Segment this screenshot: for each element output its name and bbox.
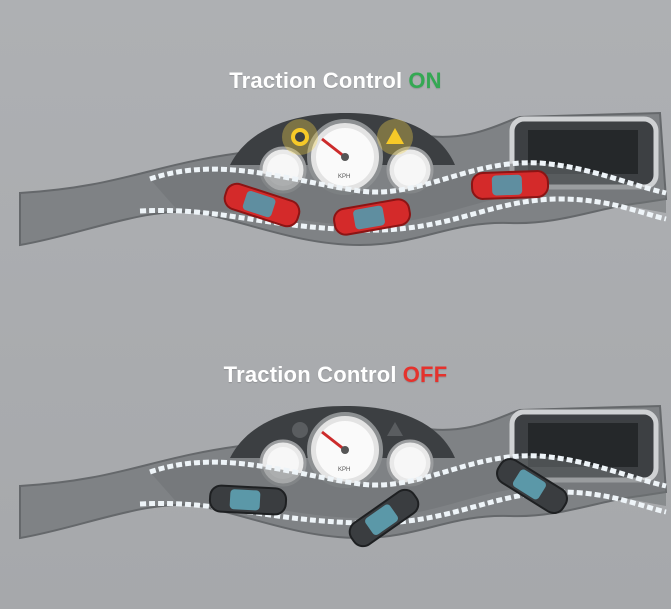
car-1 <box>208 484 288 516</box>
kph-label: KPH <box>338 467 350 473</box>
state-on-label: ON <box>408 68 442 93</box>
car-3 <box>470 170 550 200</box>
hazard-warning-light <box>377 119 413 155</box>
snow-edge-bottom <box>139 196 667 233</box>
car-2 <box>348 488 420 548</box>
car-1 <box>223 182 301 228</box>
snow-edge-top <box>149 160 667 196</box>
scene-traction-off: KPH <box>0 388 671 558</box>
speedometer <box>307 412 383 488</box>
car-3 <box>496 457 568 515</box>
scene-traction-on: KPH <box>0 95 671 265</box>
traction-warning-light <box>282 119 318 155</box>
traction-warning-light <box>292 422 308 438</box>
right-gauge <box>386 146 434 194</box>
title-prefix: Traction Control <box>229 68 403 93</box>
snow-edge-top <box>149 453 667 489</box>
car-2 <box>333 198 411 236</box>
kph-label: KPH <box>338 174 350 180</box>
title-prefix: Traction Control <box>223 362 397 387</box>
hazard-warning-light <box>387 422 403 436</box>
state-off-label: OFF <box>402 362 448 387</box>
